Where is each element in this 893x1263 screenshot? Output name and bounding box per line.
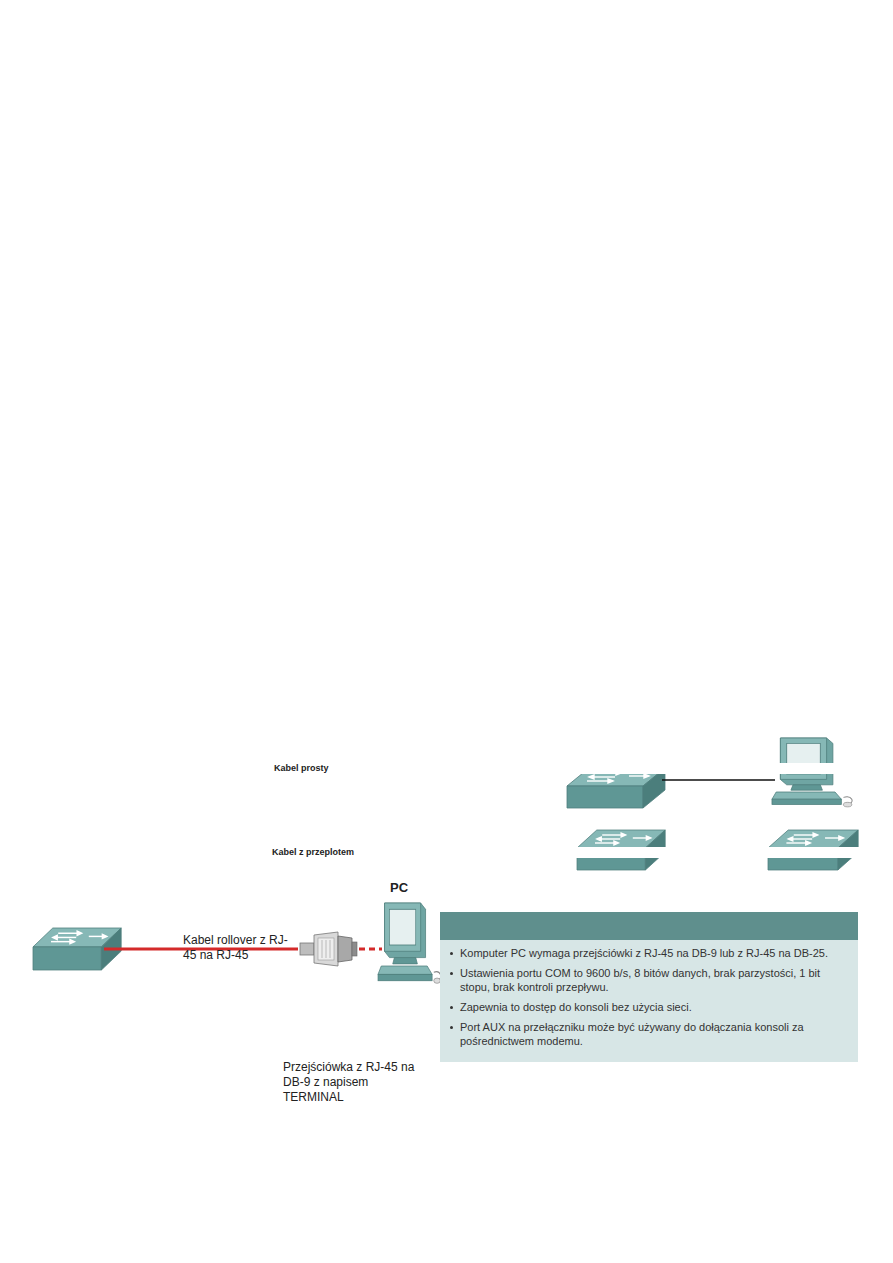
bullet-dot <box>450 972 453 975</box>
bullet-text: Ustawienia portu COM to 9600 b/s, 8 bitó… <box>460 967 820 993</box>
bullet-item: Ustawienia portu COM to 9600 b/s, 8 bitó… <box>448 966 850 994</box>
node-title: PC <box>390 880 408 895</box>
switch-icon <box>567 768 665 808</box>
cable-label: Kabel rollover z RJ-45 na RJ-45 <box>183 933 295 963</box>
bullet-item: Komputer PC wymaga przejściówki z RJ-45 … <box>448 946 850 960</box>
db9-adapter <box>300 932 357 966</box>
pc-icon <box>378 903 441 983</box>
bullet-text: Port AUX na przełączniku może być używan… <box>460 1021 804 1047</box>
pc-label: PC <box>390 880 408 895</box>
cable-label: Kabel z przeplotem <box>270 847 893 858</box>
straight-cable <box>662 779 775 780</box>
bullet-dot <box>450 1026 453 1029</box>
info-panel: Komputer PC wymaga przejściówki z RJ-45 … <box>440 912 858 1062</box>
bullet-item: Port AUX na przełączniku może być używan… <box>448 1020 850 1048</box>
bullet-text: Zapewnia to dostęp do konsoli bez użycia… <box>460 1001 692 1013</box>
bullet-text: Komputer PC wymaga przejściówki z RJ-45 … <box>460 947 828 959</box>
bullet-dot <box>450 952 453 955</box>
cable-label: Przejściówka z RJ-45 na DB-9 z napisem T… <box>283 1060 417 1105</box>
bullet-item: Zapewnia to dostęp do konsoli bez użycia… <box>448 1000 850 1014</box>
rollover-cable <box>359 948 382 951</box>
bullet-dot <box>450 1006 453 1009</box>
cable-label: Kabel prosty <box>272 763 893 774</box>
